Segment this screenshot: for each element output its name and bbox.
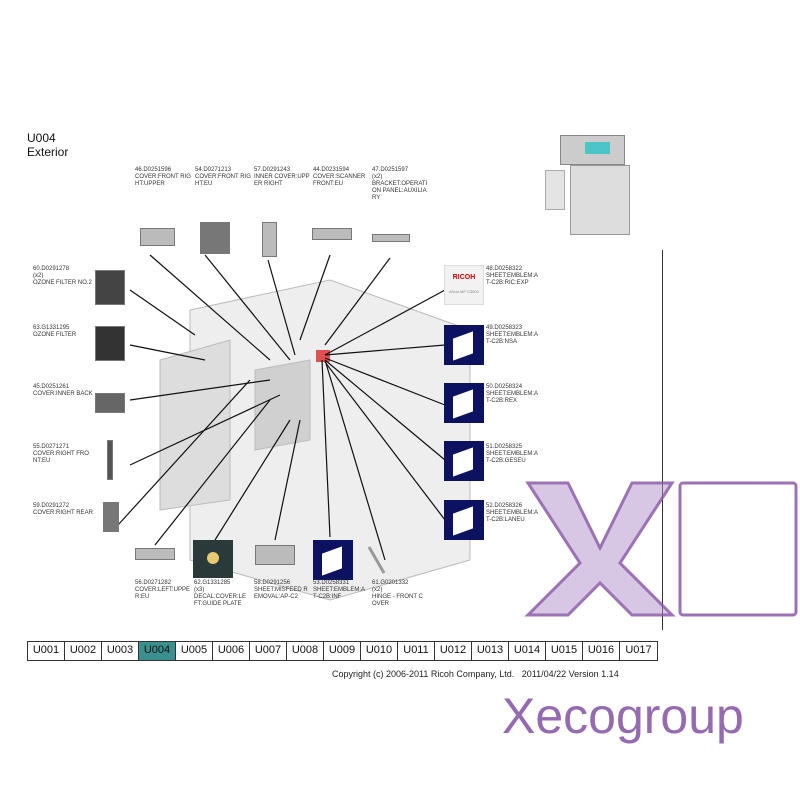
emblem-image[interactable]: [444, 500, 484, 540]
part-image[interactable]: [312, 228, 352, 240]
emblem-location: [316, 350, 330, 362]
part-image[interactable]: [372, 234, 410, 242]
emblem-brand: RICOH: [452, 274, 476, 281]
part-image[interactable]: [255, 545, 295, 565]
tab-u009[interactable]: U009: [324, 642, 361, 660]
tab-u006[interactable]: U006: [213, 642, 250, 660]
tab-u013[interactable]: U013: [472, 642, 509, 660]
part-image[interactable]: [262, 222, 277, 257]
emblem-image[interactable]: [444, 383, 484, 423]
part-image[interactable]: [135, 548, 175, 560]
part-image[interactable]: [140, 228, 175, 246]
tab-u002[interactable]: U002: [65, 642, 102, 660]
part-label[interactable]: 62.G1331285(x3)DECAL:COVER:LEFT:GUIDE PL…: [194, 580, 247, 607]
part-image[interactable]: [107, 440, 113, 480]
tab-u007[interactable]: U007: [250, 642, 287, 660]
tab-u016[interactable]: U016: [583, 642, 620, 660]
emblem-image[interactable]: [444, 325, 484, 365]
page-title: Exterior: [27, 145, 69, 159]
emblem-image[interactable]: [444, 441, 484, 481]
tab-u010[interactable]: U010: [361, 642, 398, 660]
tab-u008[interactable]: U008: [287, 642, 324, 660]
leader-lines: [117, 254, 446, 561]
copyright-text: Copyright (c) 2006-2011 Ricoh Company, L…: [332, 669, 515, 679]
emblem-model: Aficio MP C3000: [449, 289, 479, 294]
tab-u005[interactable]: U005: [176, 642, 213, 660]
part-image[interactable]: [95, 270, 125, 305]
footer: Copyright (c) 2006-2011 Ricoh Company, L…: [332, 669, 619, 679]
page-code: U004: [27, 131, 56, 145]
emblem-ricoh-image[interactable]: RICOH Aficio MP C3000: [444, 265, 484, 305]
tab-u003[interactable]: U003: [102, 642, 139, 660]
part-image[interactable]: [193, 540, 233, 578]
tab-u011[interactable]: U011: [398, 642, 435, 660]
tab-u012[interactable]: U012: [435, 642, 472, 660]
part-image[interactable]: [95, 393, 125, 413]
part-label[interactable]: 47.D0251597(x2)BRACKET:OPERATION PANEL:A…: [372, 167, 428, 201]
tab-u001[interactable]: U001: [28, 642, 65, 660]
tab-u017[interactable]: U017: [620, 642, 657, 660]
part-image[interactable]: [200, 222, 230, 254]
tab-u014[interactable]: U014: [509, 642, 546, 660]
part-label[interactable]: 60.D0291278(x2)OZONE FILTER NO.2: [33, 266, 92, 286]
part-image[interactable]: [103, 502, 119, 532]
tab-u015[interactable]: U015: [546, 642, 583, 660]
part-label[interactable]: 61.G0201332(x2)HINGE - FRONT COVER: [372, 580, 423, 607]
machine-overview-thumbnail: [540, 130, 635, 240]
divider: [662, 250, 663, 630]
tab-u004[interactable]: U004: [139, 642, 176, 660]
part-image[interactable]: [95, 326, 125, 361]
version-text: 2011/04/22 Version 1.14: [521, 669, 619, 679]
emblem-image[interactable]: [313, 540, 353, 580]
